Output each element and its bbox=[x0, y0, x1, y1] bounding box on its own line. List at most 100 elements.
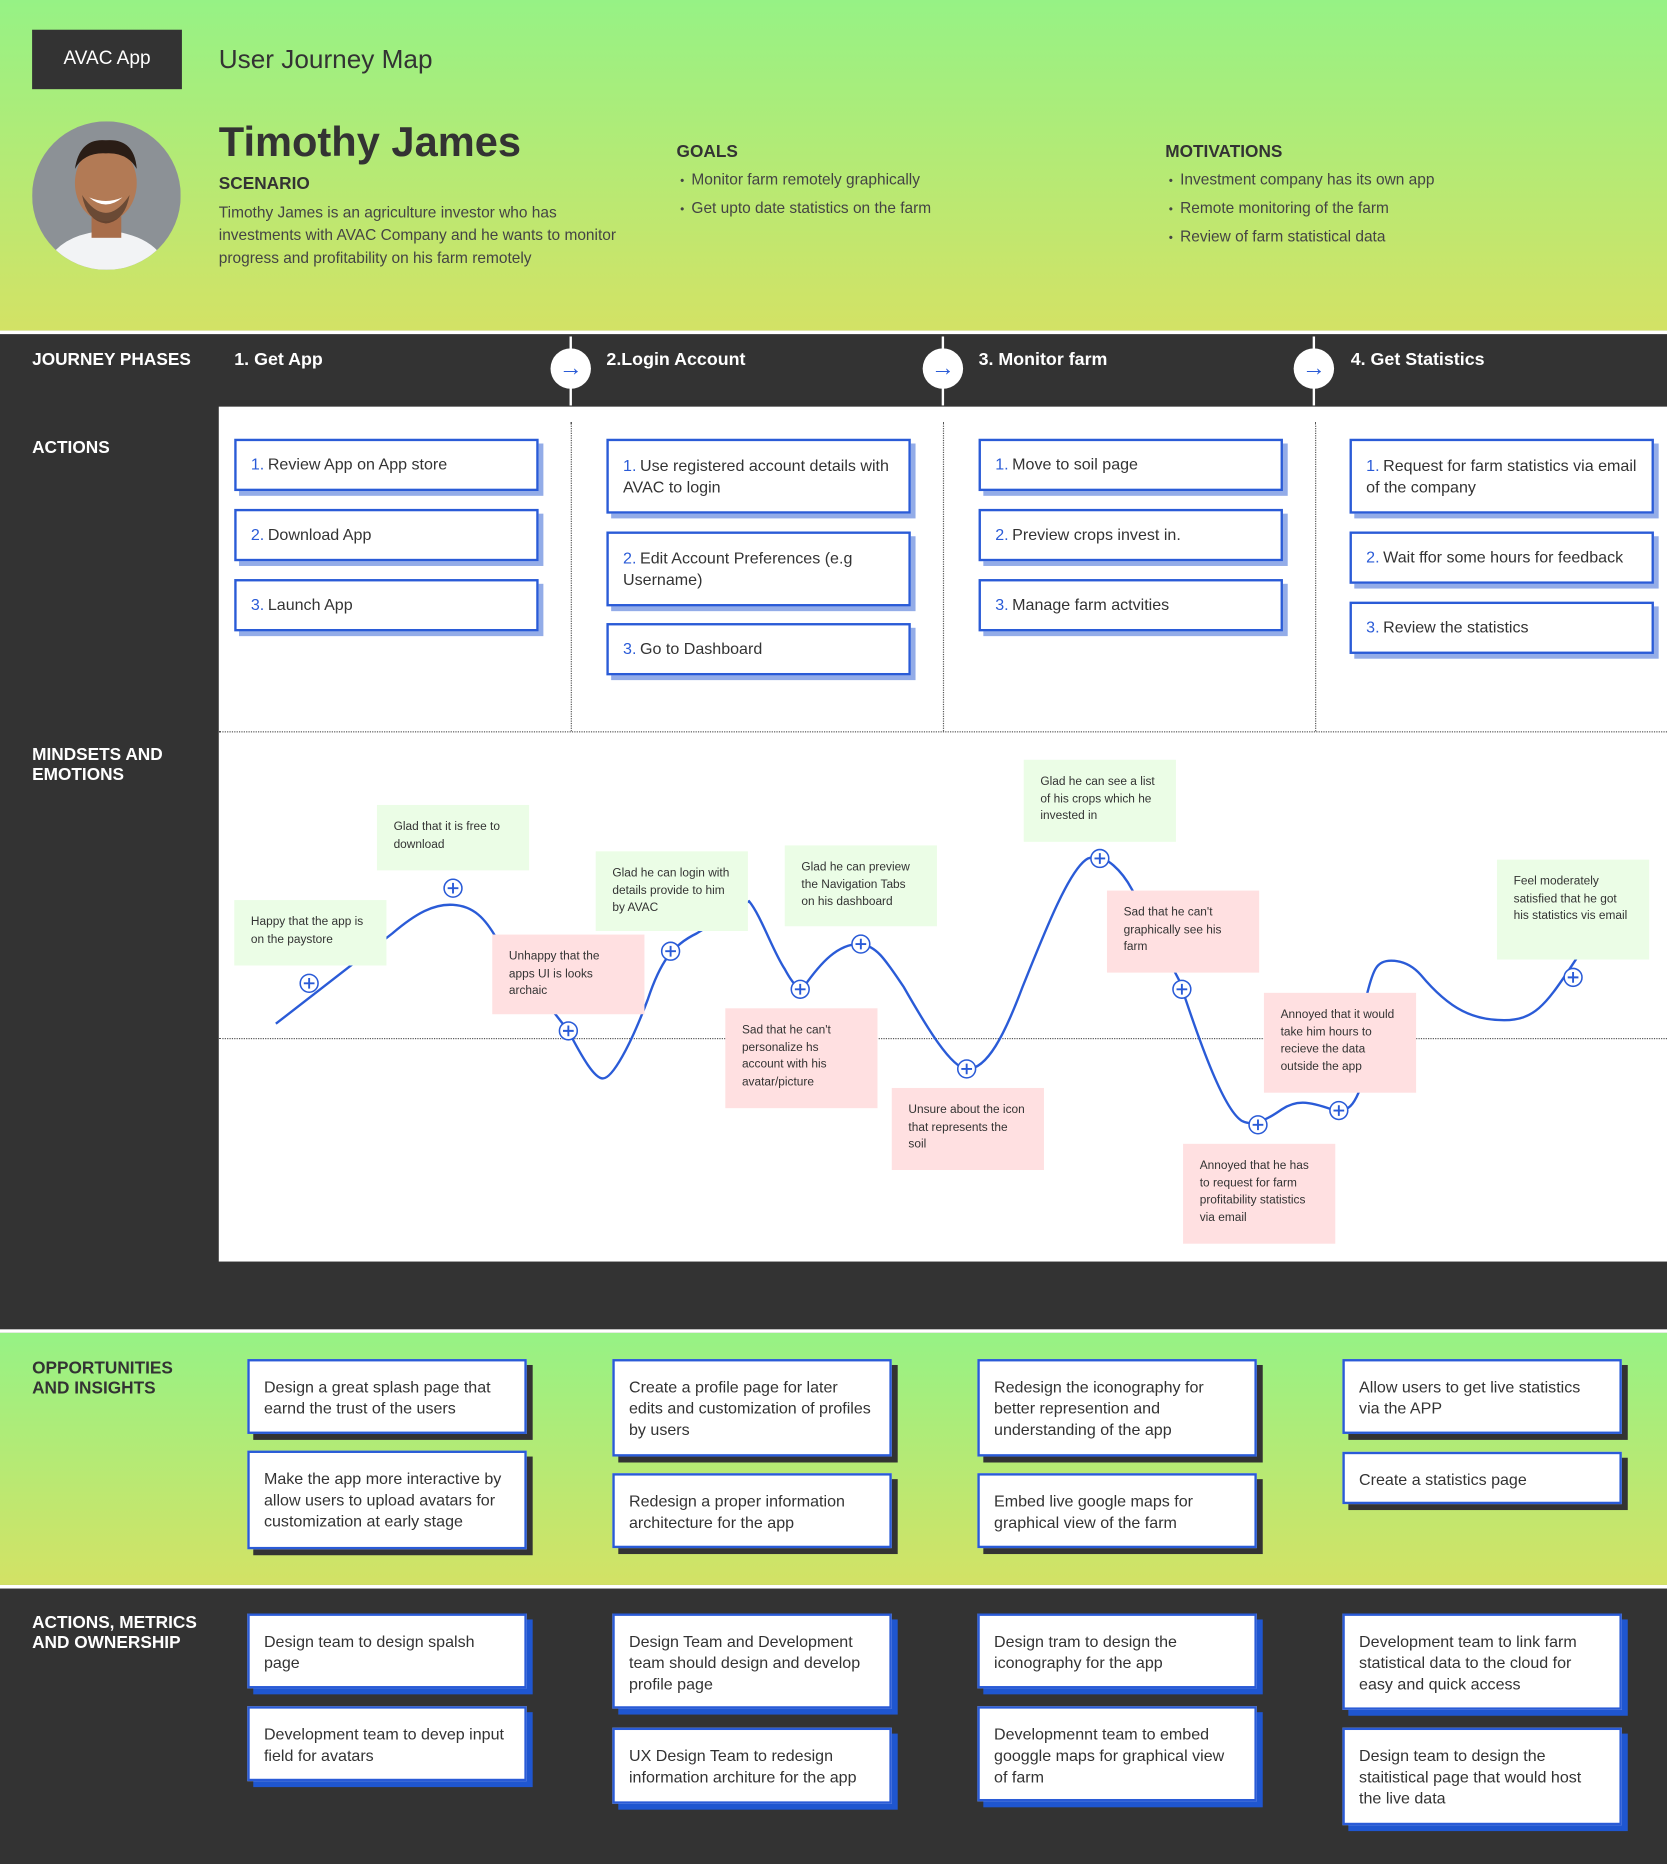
phase-1: 1. Get App bbox=[234, 349, 323, 370]
opportunity-card: Create a statistics page bbox=[1342, 1451, 1622, 1505]
app-brand: AVAC App bbox=[32, 29, 182, 90]
row-label-ownership: ACTIONS, METRICS AND OWNERSHIP bbox=[32, 1613, 197, 1653]
plus-circle-icon bbox=[660, 941, 681, 961]
emotion-note: Glad he can login with details provide t… bbox=[595, 851, 748, 932]
row-divider bbox=[218, 731, 1667, 733]
action-number: 1. bbox=[250, 455, 265, 474]
neutral-line bbox=[218, 1038, 1667, 1040]
plus-circle-icon bbox=[790, 979, 810, 999]
action-text: 3.Go to Dashboard bbox=[623, 639, 762, 660]
action-card: 2.Wait ffor some hours for feedback bbox=[1349, 531, 1654, 584]
action-card: 3.Review the statistics bbox=[1349, 601, 1654, 654]
opportunity-card: Redesign a proper information architectu… bbox=[612, 1473, 892, 1549]
column-divider bbox=[570, 422, 572, 732]
ownership-card: Developmennt team to embed googgle maps … bbox=[977, 1706, 1257, 1802]
goal-item: Get upto date statistics on the farm bbox=[680, 195, 931, 224]
emotion-note: Glad that it is free to download bbox=[376, 804, 530, 871]
action-text: 1.Request for farm statistics via email … bbox=[1366, 455, 1637, 498]
action-number: 3. bbox=[995, 595, 1009, 614]
header-band bbox=[0, 0, 1667, 331]
avatar bbox=[32, 121, 181, 270]
action-label: Edit Account Preferences (e.g Username) bbox=[623, 548, 853, 588]
arrow-right-icon: → bbox=[1293, 348, 1335, 389]
action-card: 2.Download App bbox=[234, 508, 539, 562]
plus-circle-icon bbox=[1248, 1115, 1268, 1135]
goals-label: GOALS bbox=[676, 142, 738, 162]
action-text: 2.Preview crops invest in. bbox=[995, 524, 1181, 545]
arrow-right-icon: → bbox=[922, 348, 964, 389]
persona-name: Timothy James bbox=[218, 118, 522, 166]
column-divider bbox=[942, 422, 945, 732]
opportunity-card: Create a profile page for later edits an… bbox=[612, 1359, 892, 1457]
action-text: 3.Launch App bbox=[251, 595, 353, 616]
action-number: 1. bbox=[1366, 455, 1380, 474]
scenario-label: SCENARIO bbox=[218, 174, 310, 194]
ownership-card: UX Design Team to redesign information a… bbox=[612, 1727, 892, 1804]
action-text: 1.Review App on App store bbox=[251, 454, 447, 475]
plus-circle-icon bbox=[558, 1021, 579, 1041]
page-title: User Journey Map bbox=[218, 43, 433, 74]
action-label: Go to Dashboard bbox=[640, 639, 763, 658]
row-label-actions: ACTIONS bbox=[32, 438, 110, 458]
opportunity-card: Allow users to get live statistics via t… bbox=[1342, 1359, 1622, 1434]
ownership-card: Development team to link farm statistica… bbox=[1342, 1613, 1622, 1710]
action-card: 3.Launch App bbox=[234, 579, 539, 632]
action-label: Launch App bbox=[267, 595, 353, 614]
opportunity-card: Embed live google maps for graphical vie… bbox=[977, 1473, 1257, 1549]
opportunity-card: Design a great splash page that earnd th… bbox=[247, 1359, 527, 1434]
action-text: 2.Wait ffor some hours for feedback bbox=[1366, 547, 1623, 568]
row-label-opportunities: OPPORTUNITIES AND INSIGHTS bbox=[32, 1359, 173, 1399]
opportunity-card: Redesign the iconography for better repr… bbox=[977, 1359, 1257, 1457]
action-label: Download App bbox=[267, 525, 372, 544]
plus-circle-icon bbox=[956, 1059, 977, 1079]
action-card: 2.Preview crops invest in. bbox=[978, 508, 1283, 562]
goal-item: Monitor farm remotely graphically bbox=[680, 166, 931, 195]
plus-circle-icon bbox=[443, 878, 463, 898]
column-divider bbox=[1315, 422, 1317, 732]
plus-circle-icon bbox=[851, 934, 871, 954]
action-label: Move to soil page bbox=[1012, 455, 1138, 474]
row-label-mindsets: MINDSETS AND EMOTIONS bbox=[32, 745, 163, 785]
ownership-card: Design team to design the staitistical p… bbox=[1342, 1727, 1622, 1826]
divider bbox=[0, 330, 1667, 335]
action-text: 3.Manage farm actvities bbox=[995, 595, 1169, 616]
emotion-note: Sad that he can't personalize hs account… bbox=[725, 1008, 878, 1109]
action-number: 3. bbox=[1366, 618, 1380, 637]
plus-circle-icon bbox=[1563, 967, 1583, 988]
action-label: Wait ffor some hours for feedback bbox=[1383, 548, 1624, 566]
emotion-note: Glad he can preview the Navigation Tabs … bbox=[784, 845, 937, 927]
emotion-curve-chart bbox=[275, 848, 1583, 1135]
ownership-card: Design tram to design the iconography fo… bbox=[977, 1613, 1257, 1689]
emotion-note: Annoyed that it would take him hours to … bbox=[1263, 992, 1417, 1093]
opportunity-card: Make the app more interactive by allow u… bbox=[247, 1450, 527, 1550]
action-card: 1.Review App on App store bbox=[234, 438, 539, 492]
action-card: 1.Move to soil page bbox=[978, 438, 1283, 492]
action-text: 1.Use registered account details with AV… bbox=[623, 455, 894, 498]
action-label: Preview crops invest in. bbox=[1012, 525, 1181, 544]
ownership-card: Design Team and Development team should … bbox=[612, 1613, 892, 1709]
action-label: Request for farm statistics via email of… bbox=[1366, 455, 1637, 496]
emotion-note: Sad that he can't graphically see his fa… bbox=[1106, 890, 1260, 973]
motivations-list: Investment company has its own app Remot… bbox=[1169, 166, 1434, 252]
action-label: Manage farm actvities bbox=[1012, 595, 1170, 614]
action-number: 1. bbox=[623, 455, 637, 474]
plus-circle-icon bbox=[1090, 848, 1110, 869]
emotion-curve bbox=[275, 855, 1583, 1125]
emotion-note: Happy that the app is on the paystore bbox=[234, 900, 387, 966]
action-label: Review App on App store bbox=[267, 455, 448, 474]
action-card: 3.Manage farm actvities bbox=[978, 579, 1283, 632]
plus-circle-icon bbox=[299, 973, 319, 994]
row-label-phases: JOURNEY PHASES bbox=[32, 350, 191, 370]
action-number: 2. bbox=[1366, 548, 1380, 566]
action-card: 2.Edit Account Preferences (e.g Username… bbox=[606, 531, 911, 607]
phase-3: 3. Monitor farm bbox=[978, 349, 1108, 370]
emotion-note: Annoyed that he has to request for farm … bbox=[1183, 1143, 1336, 1244]
motivation-item: Investment company has its own app bbox=[1169, 166, 1434, 195]
plus-circle-icon bbox=[1329, 1100, 1349, 1121]
action-number: 2. bbox=[250, 525, 265, 544]
ownership-card: Design team to design spalsh page bbox=[247, 1613, 527, 1689]
action-label: Review the statistics bbox=[1383, 618, 1529, 637]
action-text: 1.Move to soil page bbox=[995, 454, 1138, 475]
ownership-card: Development team to devep input field fo… bbox=[247, 1706, 527, 1782]
